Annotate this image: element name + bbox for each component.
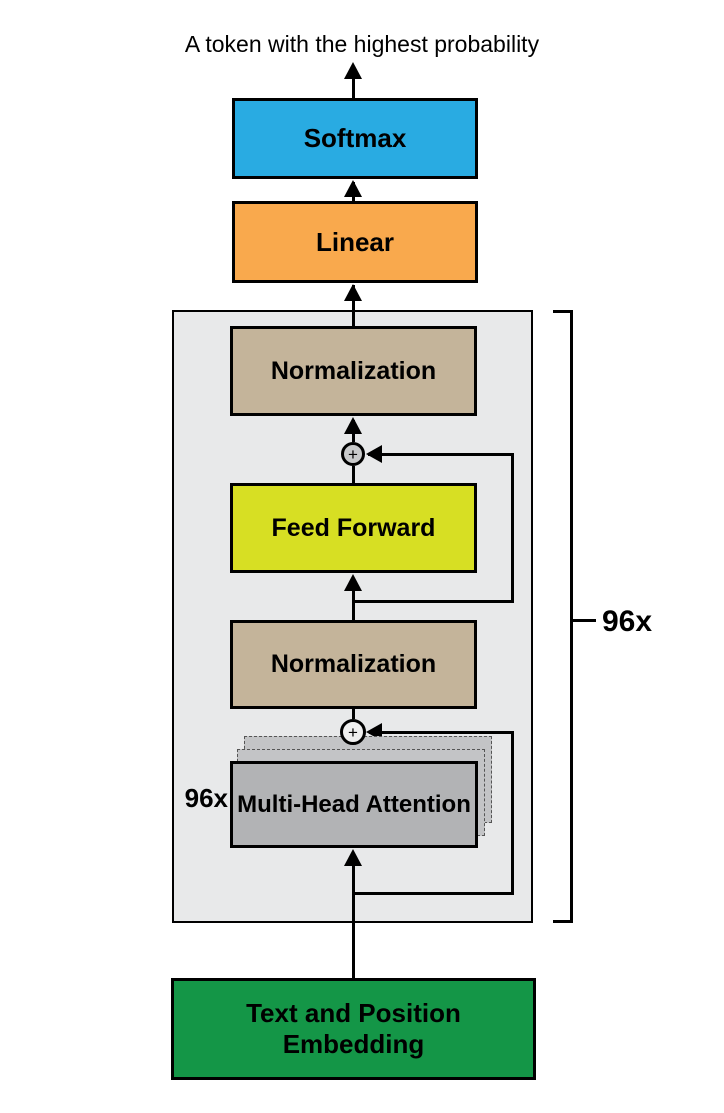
- multi-head-attention-label: Multi-Head Attention: [237, 790, 471, 818]
- line-input-to-mha: [352, 853, 355, 894]
- plus-icon: +: [348, 444, 358, 464]
- line-norm2-to-ff: [352, 578, 355, 620]
- skip1-vertical: [511, 453, 514, 603]
- line-add2-to-norm2: [352, 709, 355, 719]
- normalization-top-box: Normalization: [230, 326, 477, 416]
- arrowhead-ff-input: [344, 574, 362, 591]
- linear-box: Linear: [232, 201, 478, 283]
- normalization-bottom-label: Normalization: [270, 650, 437, 678]
- skip2-vertical: [511, 731, 514, 895]
- line-softmax-to-output: [352, 79, 355, 98]
- skip1-branch: [353, 600, 514, 603]
- skip2-branch: [353, 892, 514, 895]
- output-token-label: A token with the highest probability: [184, 31, 540, 57]
- line-embedding-to-layer: [352, 894, 355, 978]
- normalization-top-label: Normalization: [270, 356, 437, 385]
- softmax-box: Softmax: [232, 98, 478, 179]
- arrowhead-add1: [366, 445, 382, 463]
- arrowhead-softmax-input: [344, 180, 362, 197]
- arrowhead-linear-input: [344, 284, 362, 301]
- arrowhead-mha-input: [344, 849, 362, 866]
- skip1-top: [368, 453, 514, 456]
- bracket-vertical: [570, 310, 573, 923]
- arrowhead-output: [344, 62, 362, 79]
- feed-forward-box: Feed Forward: [230, 483, 477, 573]
- mha-multiplier-label: 96x: [184, 783, 228, 813]
- bracket-bottom-hook: [553, 920, 573, 923]
- line-norm1-to-linear: [352, 285, 355, 326]
- line-ff-to-add1: [352, 466, 355, 483]
- embedding-label: Text and Position Embedding: [246, 998, 461, 1059]
- arrowhead-norm1-input: [344, 417, 362, 434]
- bracket-top-hook: [553, 310, 573, 313]
- feed-forward-label: Feed Forward: [271, 513, 436, 542]
- skip2-top: [369, 731, 514, 734]
- softmax-label: Softmax: [303, 123, 407, 153]
- embedding-box: Text and Position Embedding: [171, 978, 536, 1080]
- multi-head-attention-box: Multi-Head Attention: [230, 761, 478, 848]
- residual-add-top: +: [341, 442, 365, 466]
- bracket-tick: [572, 619, 596, 622]
- layer-multiplier-label: 96x: [602, 605, 653, 638]
- linear-label: Linear: [315, 226, 395, 257]
- normalization-bottom-box: Normalization: [230, 620, 477, 709]
- residual-add-bottom: +: [340, 719, 366, 745]
- plus-icon: +: [348, 722, 358, 742]
